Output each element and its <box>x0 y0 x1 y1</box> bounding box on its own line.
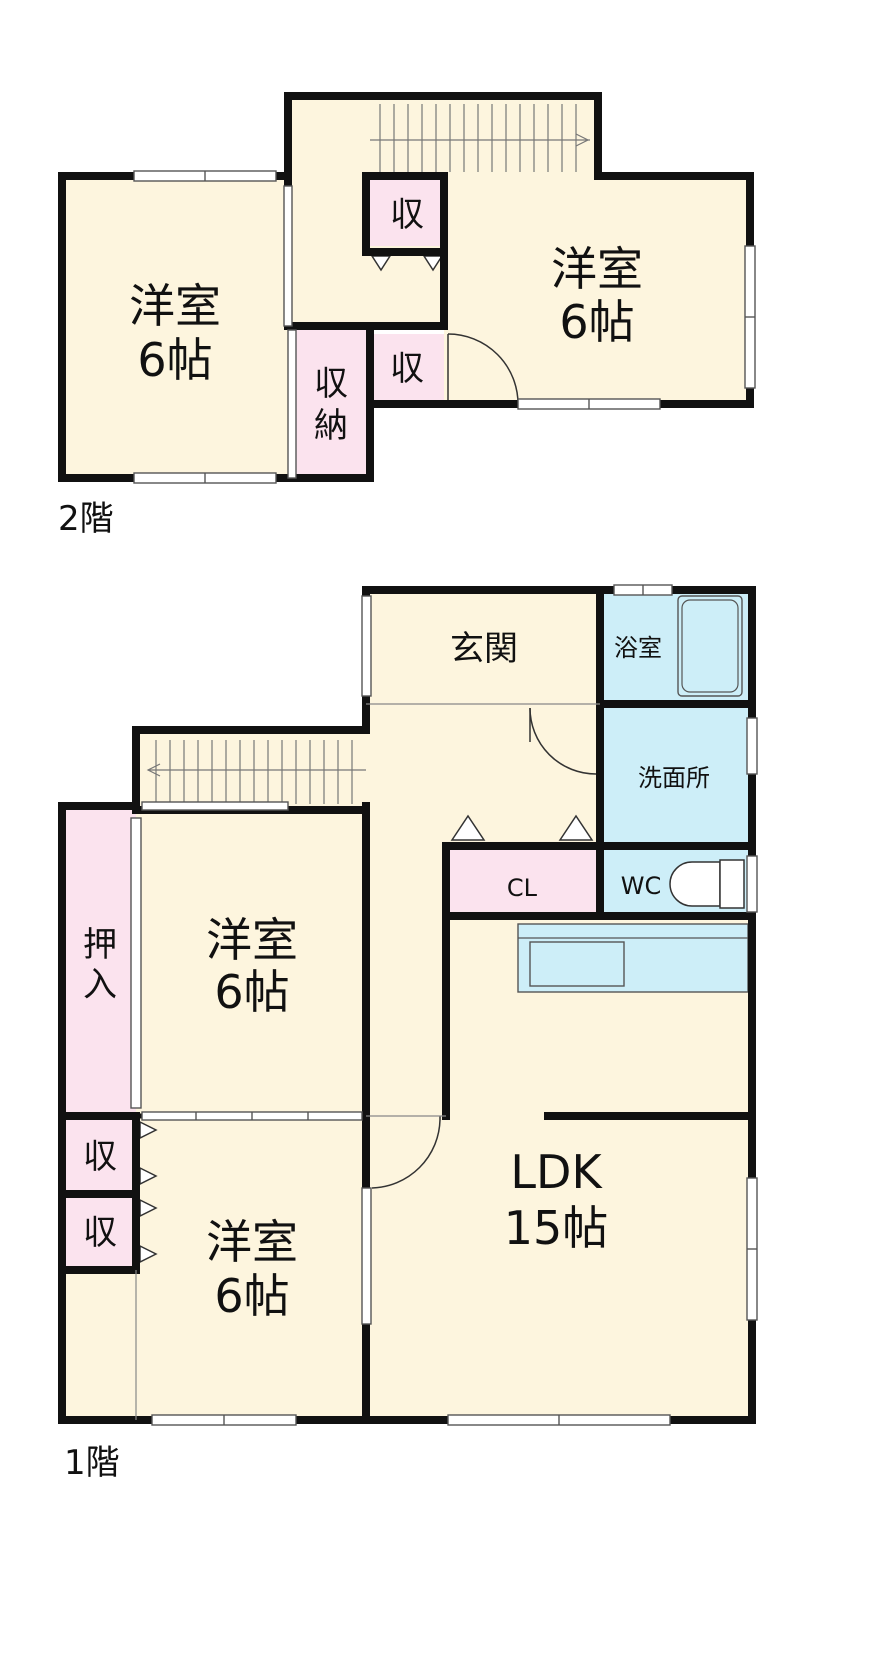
f1-cl-label: CL <box>507 874 538 902</box>
f1-windows <box>130 584 758 1426</box>
f1-floor-label: 1階 <box>64 1443 120 1483</box>
f1-door-swings <box>371 707 597 1189</box>
floor-2: 洋室 6帖 洋室 6帖 収 収 収 納 2階 <box>58 92 756 539</box>
f1-wc-label: WC <box>621 872 662 900</box>
f2-west-room-size: 6帖 <box>137 333 212 387</box>
f1-ldk-fill-2 <box>368 1116 748 1420</box>
floor-1: 玄関 浴室 洗面所 WC CL 押 入 洋室 6帖 収 収 洋室 6帖 LDK … <box>58 584 758 1483</box>
f2-landing-fill <box>444 330 524 404</box>
f2-east-room-name: 洋室 <box>551 242 643 296</box>
f1-entrance-fill <box>368 590 600 704</box>
f1-washroom-label: 洗面所 <box>638 764 710 792</box>
f2-stairs <box>370 104 590 172</box>
f1-kitchen-sink <box>529 941 625 987</box>
f1-oshiire-label-1: 押 <box>83 925 117 965</box>
f1-room-north-size: 6帖 <box>214 965 289 1019</box>
f2-closet-upper-fill <box>370 180 444 246</box>
f1-stairs <box>146 740 366 804</box>
f1-ldk-name: LDK <box>510 1145 603 1199</box>
f2-east-room-size: 6帖 <box>559 295 634 349</box>
f1-oshiire-label-2: 入 <box>83 965 117 1005</box>
f1-closet-b-fill <box>62 1196 136 1268</box>
f1-corridor-fill <box>368 844 446 1116</box>
f2-windows <box>133 170 756 484</box>
f1-washroom-fill <box>600 708 748 846</box>
f1-room-south-fill <box>136 1116 366 1420</box>
f1-closet-a-fill <box>62 1120 136 1192</box>
f2-closet-storage-label-2: 納 <box>314 406 348 446</box>
f1-closet-a-label: 収 <box>83 1137 117 1177</box>
f2-closet-upper-label: 収 <box>390 195 424 235</box>
f1-room-south-size: 6帖 <box>214 1269 289 1323</box>
f1-south-nook-fill <box>62 1272 136 1420</box>
f2-closet-storage-fill <box>292 330 370 478</box>
f1-bath-label: 浴室 <box>614 634 662 662</box>
f1-toilet-fixture <box>669 859 745 909</box>
f1-oshiire-fill <box>62 810 136 1116</box>
f1-entrance-label: 玄関 <box>450 629 518 669</box>
f1-closet-b-label: 収 <box>83 1213 117 1253</box>
f2-closet-storage-label-1: 収 <box>314 364 348 404</box>
f1-room-south-name: 洋室 <box>206 1215 298 1269</box>
f2-floor-label: 2階 <box>58 499 114 539</box>
f1-ldk-size: 15帖 <box>504 1201 609 1255</box>
f2-closet-lower-label: 収 <box>390 349 424 389</box>
f1-hall-fill <box>368 704 600 844</box>
f2-closet-lower-fill <box>370 334 444 404</box>
f2-west-room-name: 洋室 <box>129 279 221 333</box>
f1-bathtub <box>677 595 743 697</box>
f1-cl-fill <box>446 846 600 916</box>
f2-west-room-fill <box>62 176 288 478</box>
f1-room-north-name: 洋室 <box>206 913 298 967</box>
f2-door-swing <box>447 333 519 405</box>
f1-room-north-fill <box>136 810 366 1116</box>
